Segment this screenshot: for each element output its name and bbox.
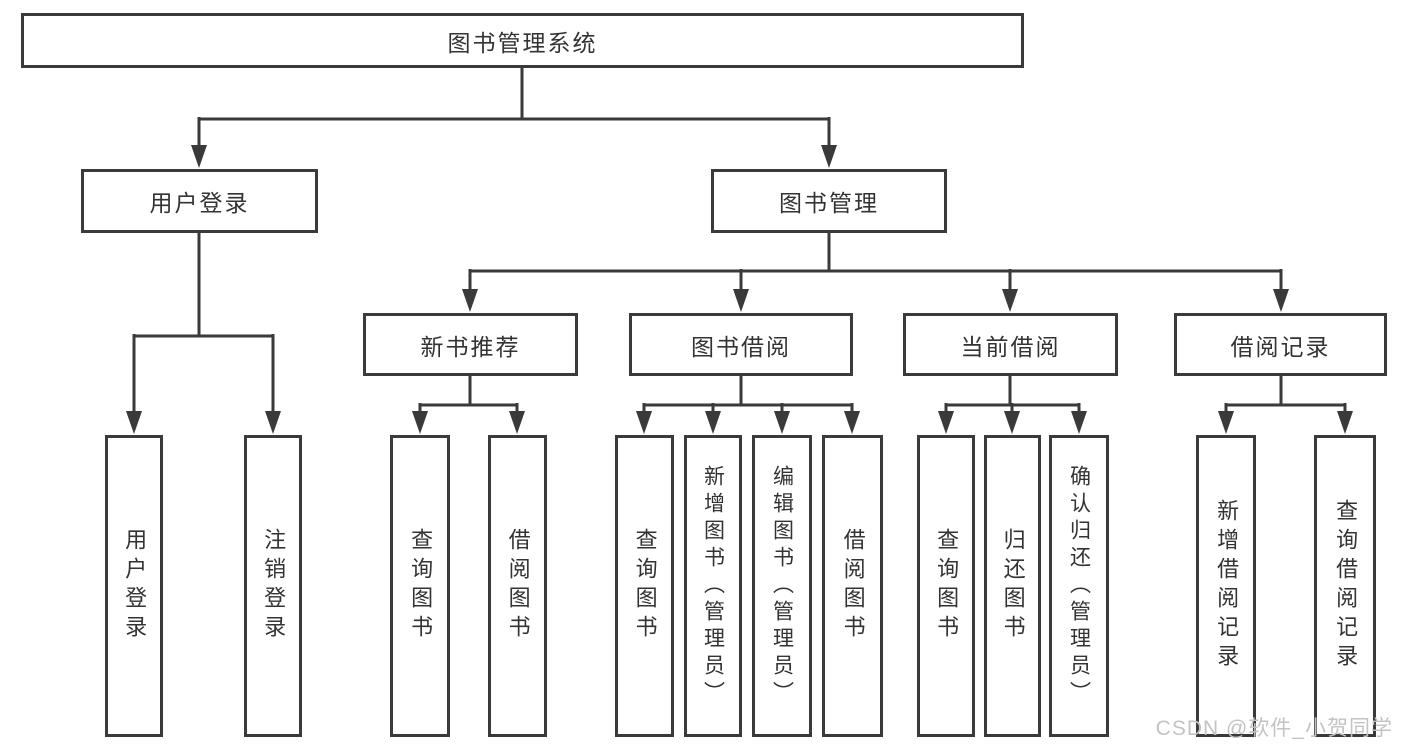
node-user-login-branch: 用户登录 [81, 169, 318, 233]
node-leaf-add-borrow-record-label: 新增借阅记录 [1214, 499, 1240, 673]
node-leaf-confirm-return-admin-label: 确认归还（管理员） [1067, 464, 1091, 708]
node-leaf-user-login: 用户登录 [105, 435, 163, 737]
node-current-borrowing-label: 当前借阅 [960, 333, 1061, 360]
connector-user-login-to-leaves [132, 231, 275, 413]
node-root: 图书管理系统 [21, 13, 1024, 68]
node-current-borrowing: 当前借阅 [903, 313, 1118, 376]
node-leaf-user-login-label: 用户登录 [122, 528, 148, 644]
node-root-label: 图书管理系统 [447, 29, 598, 56]
connector-new-books-to-leaves [418, 374, 519, 414]
node-user-login-branch-label: 用户登录 [149, 190, 250, 216]
connector-root-to-level2 [197, 66, 831, 147]
connector-borrowing-records-to-leaves [1224, 374, 1347, 414]
node-leaf-edit-books-admin-label: 编辑图书（管理员） [770, 464, 794, 708]
node-leaf-add-books-admin-label: 新增图书（管理员） [701, 464, 725, 708]
node-borrowing-records: 借阅记录 [1174, 313, 1387, 376]
connector-book-management-to-groups [468, 231, 1283, 292]
node-leaf-return-books-label: 归还图书 [1000, 528, 1026, 644]
connector-current-borrowing-to-leaves [944, 374, 1081, 414]
node-leaf-query-books-2: 查询图书 [615, 435, 674, 737]
node-leaf-borrow-books-2-label: 借阅图书 [840, 528, 866, 644]
node-leaf-query-borrow-record-label: 查询借阅记录 [1333, 499, 1359, 673]
node-leaf-logout-label: 注销登录 [261, 528, 287, 644]
node-leaf-logout: 注销登录 [244, 435, 302, 737]
node-leaf-query-borrow-record: 查询借阅记录 [1314, 435, 1376, 737]
node-leaf-borrow-books-1-label: 借阅图书 [505, 528, 531, 644]
node-book-management-label: 图书管理 [779, 190, 879, 216]
node-leaf-query-books-1: 查询图书 [390, 435, 450, 737]
connector-book-borrowing-to-leaves [642, 374, 854, 414]
node-leaf-borrow-books-2: 借阅图书 [822, 435, 883, 737]
node-leaf-return-books: 归还图书 [984, 435, 1041, 737]
node-book-management: 图书管理 [711, 169, 947, 233]
node-new-books-label: 新书推荐 [420, 333, 521, 360]
watermark: CSDN @软件_小贺同学 [1155, 717, 1393, 740]
node-leaf-query-books-3-label: 查询图书 [934, 528, 960, 644]
node-leaf-add-books-admin: 新增图书（管理员） [684, 435, 742, 737]
node-leaf-edit-books-admin: 编辑图书（管理员） [752, 435, 812, 737]
node-leaf-confirm-return-admin: 确认归还（管理员） [1049, 435, 1109, 737]
node-new-books: 新书推荐 [363, 313, 578, 376]
node-book-borrowing-label: 图书借阅 [691, 333, 791, 360]
node-leaf-borrow-books-1: 借阅图书 [488, 435, 547, 737]
node-leaf-query-books-1-label: 查询图书 [408, 528, 434, 644]
node-leaf-query-books-2-label: 查询图书 [632, 528, 658, 644]
node-leaf-add-borrow-record: 新增借阅记录 [1196, 435, 1256, 737]
node-book-borrowing: 图书借阅 [629, 313, 853, 376]
node-borrowing-records-label: 借阅记录 [1230, 333, 1331, 360]
node-leaf-query-books-3: 查询图书 [917, 435, 975, 737]
